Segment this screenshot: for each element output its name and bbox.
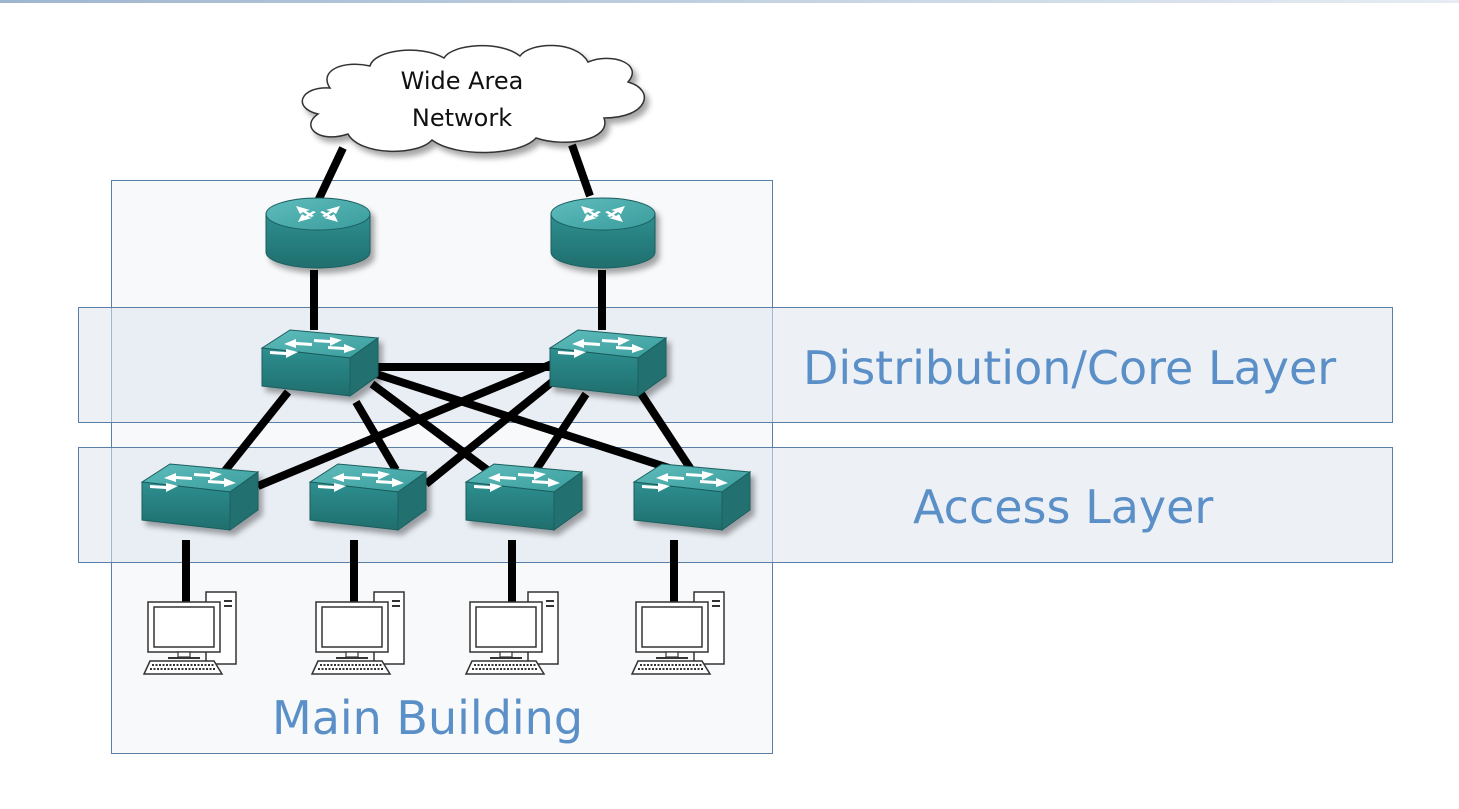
dist-access-link [369, 380, 493, 476]
distribution-switch-icon [261, 329, 379, 397]
wan-cloud [301, 44, 646, 154]
access-switch-icon [141, 463, 259, 531]
dist-access-link [216, 389, 292, 480]
main-building-label: Main Building [272, 691, 584, 745]
router-icon [265, 197, 371, 269]
access-switch-icon [465, 463, 583, 531]
wan-label-line2: Network [411, 104, 513, 132]
pc-icon [311, 591, 405, 675]
network-links [182, 143, 702, 604]
router-icon [550, 197, 656, 269]
pc-icon [465, 591, 559, 675]
distribution-layer-label: Distribution/Core Layer [803, 341, 1337, 395]
dist-access-link [374, 370, 702, 482]
wan-label: Wide Area Network [380, 63, 544, 137]
pc-icon [143, 591, 237, 675]
dist-access-link [636, 389, 698, 477]
pc-icon [631, 591, 725, 675]
slide-top-accent [0, 0, 1459, 3]
access-layer-label: Access Layer [913, 480, 1214, 534]
wan-link-right [568, 143, 594, 198]
dist-access-link [532, 391, 590, 473]
dist-access-link [256, 360, 554, 490]
wan-label-line1: Wide Area [400, 67, 524, 95]
dist-access-link [423, 370, 565, 488]
access-switch-icon [633, 463, 751, 531]
distribution-switch-icon [549, 329, 667, 397]
wan-link-left [313, 146, 347, 205]
access-switch-icon [309, 463, 427, 531]
